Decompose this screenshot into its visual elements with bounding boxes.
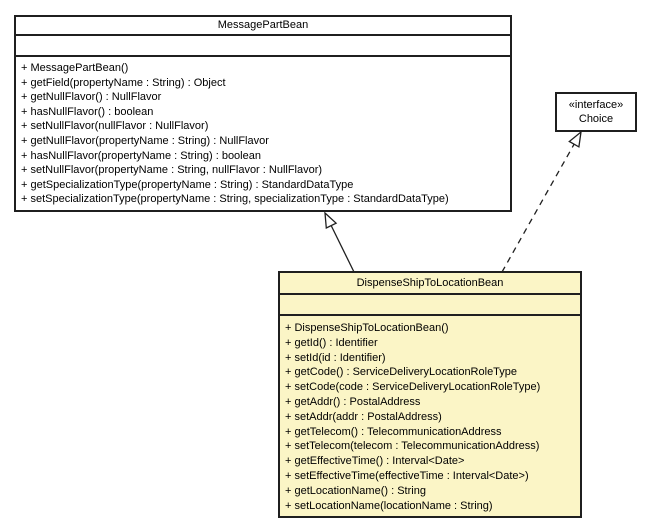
methods-compartment-messagepartbean: + MessagePartBean() + getField(propertyN… (16, 57, 510, 209)
method-row: + hasNullFlavor() : boolean (21, 105, 154, 118)
class-box-messagepartbean[interactable]: MessagePartBean + MessagePartBean() + ge… (14, 15, 512, 212)
hollow-triangle-arrowhead (568, 130, 582, 148)
class-box-choice-interface[interactable]: «interface» Choice (555, 92, 637, 132)
method-row: + getId() : Identifier (285, 336, 378, 349)
attributes-compartment-messagepartbean (16, 36, 510, 57)
method-row: + getNullFlavor() : NullFlavor (21, 91, 162, 104)
method-row: + setNullFlavor(nullFlavor : NullFlavor) (21, 120, 209, 133)
method-row: + setSpecializationType(propertyName : S… (21, 193, 449, 206)
method-row: + getNullFlavor(propertyName : String) :… (21, 134, 269, 147)
class-name-dispenseshiptolocationbean: DispenseShipToLocationBean (280, 273, 580, 295)
method-row: + setEffectiveTime(effectiveTime : Inter… (285, 469, 529, 482)
stereotype-interface: «interface» (568, 99, 624, 111)
method-row: + setTelecom(telecom : Telecommunication… (285, 440, 540, 453)
method-row: + hasNullFlavor(propertyName : String) :… (21, 149, 261, 162)
method-row: + DispenseShipToLocationBean() (285, 322, 449, 334)
method-row: + setCode(code : ServiceDeliveryLocation… (285, 381, 541, 394)
method-row: + setAddr(addr : PostalAddress) (285, 410, 442, 423)
method-row: + getAddr() : PostalAddress (285, 395, 421, 408)
methods-compartment-dispense: + DispenseShipToLocationBean() + getId()… (280, 316, 580, 515)
method-row: + MessagePartBean() (21, 62, 129, 74)
class-name-messagepartbean: MessagePartBean (16, 17, 510, 36)
method-row: + setId(id : Identifier) (285, 351, 386, 364)
method-row: + getField(propertyName : String) : Obje… (21, 76, 226, 89)
attributes-compartment-dispense (280, 295, 580, 316)
method-row: + getEffectiveTime() : Interval<Date> (285, 455, 465, 468)
method-row: + setNullFlavor(propertyName : String, n… (21, 164, 323, 177)
method-row: + getTelecom() : TelecommunicationAddres… (285, 425, 502, 438)
hollow-triangle-arrowhead (324, 211, 338, 230)
realization-arrow (501, 130, 582, 273)
class-name-choice: Choice (578, 113, 614, 125)
method-row: + getSpecializationType(propertyName : S… (21, 178, 354, 191)
method-row: + getLocationName() : String (285, 484, 426, 497)
generalization-arrow (324, 211, 355, 273)
method-row: + setLocationName(locationName : String) (285, 499, 493, 512)
method-row: + getCode() : ServiceDeliveryLocationRol… (285, 366, 518, 379)
class-box-dispenseshiptolocationbean: DispenseShipToLocationBean + DispenseShi… (278, 271, 582, 518)
